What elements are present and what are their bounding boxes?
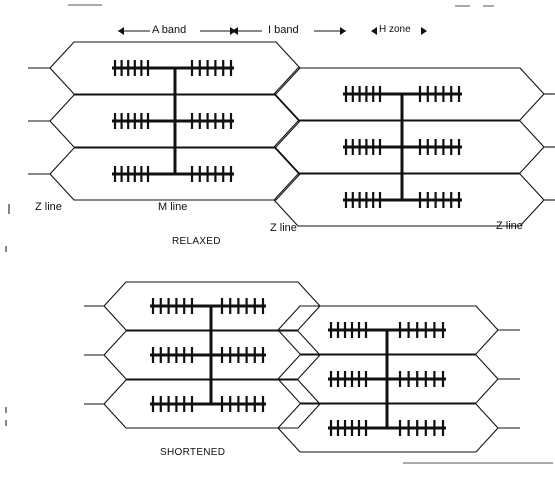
scan-marks [6,5,553,463]
arrow-head [118,27,124,35]
h-zone-label: H zone [379,25,411,35]
arrow-head [421,27,427,35]
a-band-label: A band [152,25,186,36]
arrow-head [340,27,346,35]
shortened-sarcomere-diagram [84,282,520,452]
relaxed-caption: RELAXED [172,237,221,247]
arrow-head [232,27,238,35]
arrow-head [371,27,377,35]
z-line-label-middle: Z line [270,223,297,234]
relaxed-sarcomere-diagram [28,42,555,226]
m-line-label: M line [158,202,187,213]
shortened-caption: SHORTENED [160,448,225,458]
z-line-label-left: Z line [35,202,62,213]
z-line-label-right: Z line [496,221,523,232]
i-band-label: I band [268,25,299,36]
